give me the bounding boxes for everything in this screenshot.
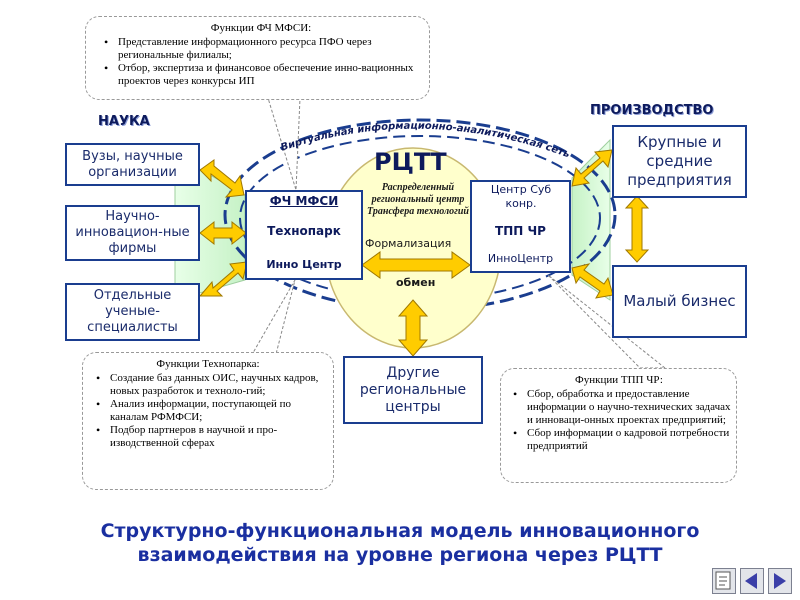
tpp-callout-title: Функции ТПП ЧР: (575, 374, 663, 386)
tpp-callout-text: Функции ТПП ЧР: Сбор, обработка и предос… (505, 374, 733, 453)
technopark-function-item: Подбор партнеров в научной и про-изводст… (96, 424, 328, 450)
box-innovation-firms: Научно-инновацион-ные фирмы (65, 205, 200, 261)
tpp-stack (470, 180, 571, 273)
mfsi-callout-text: Функции ФЧ МФСИ: Представление информаци… (96, 22, 426, 88)
mfsi-stack-inno-center: Инно Центр (266, 258, 342, 271)
mfsi-function-item: Отбор, экспертиза и финансовое обеспечен… (104, 62, 426, 88)
box-scientists: Отдельные ученые-специалисты (65, 283, 200, 341)
rctt-title: РЦТТ (374, 148, 447, 176)
nav-previous-button[interactable] (740, 568, 764, 594)
tpp-function-item: Сбор информации о кадровой потребности п… (513, 427, 733, 453)
mfsi-stack-technopark: Технопарк (267, 224, 341, 238)
tpp-function-item: Сбор, обработка и предоставление информа… (513, 388, 733, 427)
right-arrows (571, 149, 650, 299)
production-label: ПРОИЗВОДСТВО (590, 103, 714, 118)
box-universities: Вузы, научные организации (65, 143, 200, 186)
technopark-callout-text: Функции Технопарка: Создание баз данных … (88, 358, 328, 450)
nav-document-button[interactable] (712, 568, 736, 594)
mfsi-stack (245, 190, 363, 280)
tpp-stack-center-sub: Центр Суб конр. (490, 183, 552, 210)
science-label: НАУКА (98, 114, 150, 129)
technopark-callout-title: Функции Технопарка: (156, 358, 260, 370)
mfsi-function-item: Представление информационного ресурса ПФ… (104, 36, 426, 62)
slide-caption-line-1: Структурно-функциональная модель инновац… (100, 520, 700, 542)
rctt-description: Распределенный региональный центр Трансф… (367, 182, 469, 217)
nav-next-button[interactable] (768, 568, 792, 594)
arrow-vuzy (199, 159, 245, 198)
virtual-network-inner (239, 135, 601, 301)
rctt-exchange: обмен (396, 276, 436, 289)
technopark-function-item: Анализ информации, поступающей по канала… (96, 398, 328, 424)
slide-caption-line-2: взаимодействия на уровне региона через Р… (137, 544, 663, 566)
tpp-stack-tpp: ТПП ЧР (495, 224, 546, 238)
virtual-network-outer (223, 118, 617, 312)
document-icon (715, 571, 731, 590)
box-small-business: Малый бизнес (612, 265, 747, 338)
box-large-enterprises: Крупные и средние предприятия (612, 125, 747, 198)
technopark-function-item: Создание баз данных ОИС, научных кадров,… (96, 372, 328, 398)
technopark-callout-pointer (249, 279, 296, 359)
tpp-stack-inno-center: ИнноЦентр (487, 252, 554, 265)
arrow-vertical-right (624, 195, 650, 263)
rctt-formalization: Формализация (365, 237, 452, 250)
box-other-regional-centers: Другие региональные центры (343, 356, 483, 424)
mfsi-callout-title: Функции ФЧ МФСИ: (210, 22, 312, 34)
triangle-left-icon (745, 573, 757, 589)
mfsi-stack-title: ФЧ МФСИ (269, 194, 339, 208)
triangle-right-icon (774, 573, 786, 589)
